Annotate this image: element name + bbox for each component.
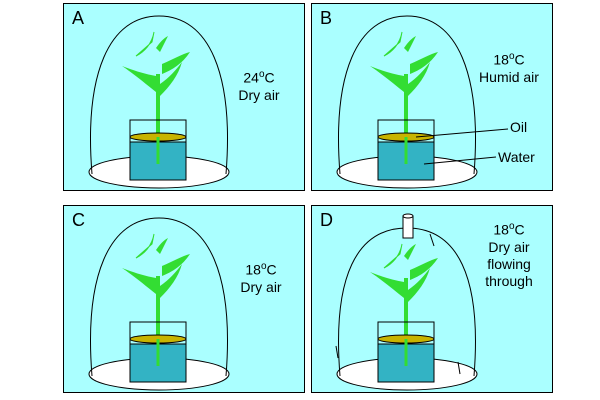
plant bbox=[122, 233, 190, 366]
condition-text: 18oC Dry air bbox=[226, 258, 296, 296]
panel-letter: C bbox=[72, 210, 85, 230]
water-label: Water bbox=[498, 149, 535, 165]
panel-d: D 18oC Dry air flowing through bbox=[311, 205, 553, 393]
bell-jar bbox=[90, 217, 228, 377]
panel-a-illustration bbox=[88, 15, 230, 189]
panel-b: B 18oC Humid air Oil Water bbox=[311, 3, 553, 191]
air-flow-text: flowing bbox=[487, 255, 531, 272]
degree-sign: o bbox=[508, 51, 515, 62]
temperature: 24 bbox=[243, 69, 259, 86]
temperature: 18 bbox=[493, 221, 509, 238]
oil-label: Oil bbox=[510, 119, 528, 135]
oil-pointer-line bbox=[415, 128, 509, 138]
air-gap-mark bbox=[335, 345, 339, 359]
degree-sign: o bbox=[260, 261, 267, 272]
air-condition: Dry air bbox=[238, 86, 280, 103]
air-gap-mark bbox=[429, 233, 435, 247]
panel-letter: A bbox=[72, 8, 85, 28]
panel-d-illustration bbox=[335, 213, 478, 391]
air-condition: Dry air bbox=[240, 278, 282, 295]
panel-c-illustration bbox=[88, 217, 230, 391]
temperature-unit: C bbox=[264, 69, 275, 86]
panel-letter: D bbox=[320, 210, 333, 230]
condition-text: 18oC Humid air bbox=[474, 48, 544, 86]
bell-jar bbox=[90, 15, 228, 175]
panel-a: A 24oC Dry air bbox=[63, 3, 305, 191]
panel-b-illustration bbox=[336, 15, 509, 189]
panel-letter: B bbox=[320, 8, 333, 28]
degree-sign: o bbox=[258, 69, 265, 80]
temperature-unit: C bbox=[266, 261, 277, 278]
temperature-unit: C bbox=[514, 51, 525, 68]
degree-sign: o bbox=[508, 221, 515, 232]
temperature: 18 bbox=[245, 261, 261, 278]
temperature: 18 bbox=[493, 51, 509, 68]
bell-jar bbox=[338, 15, 476, 175]
air-flow-text: through bbox=[485, 272, 533, 289]
air-condition: Dry air bbox=[488, 238, 530, 255]
panel-c: C 18oC Dry air bbox=[63, 205, 305, 393]
temperature-unit: C bbox=[514, 221, 525, 238]
air-inlet-tube bbox=[402, 213, 414, 239]
air-condition: Humid air bbox=[479, 68, 539, 85]
water-pointer-line bbox=[423, 156, 497, 165]
condition-text: 24oC Dry air bbox=[224, 66, 294, 104]
condition-text: 18oC Dry air flowing through bbox=[474, 218, 544, 290]
air-gap-mark bbox=[457, 361, 461, 375]
